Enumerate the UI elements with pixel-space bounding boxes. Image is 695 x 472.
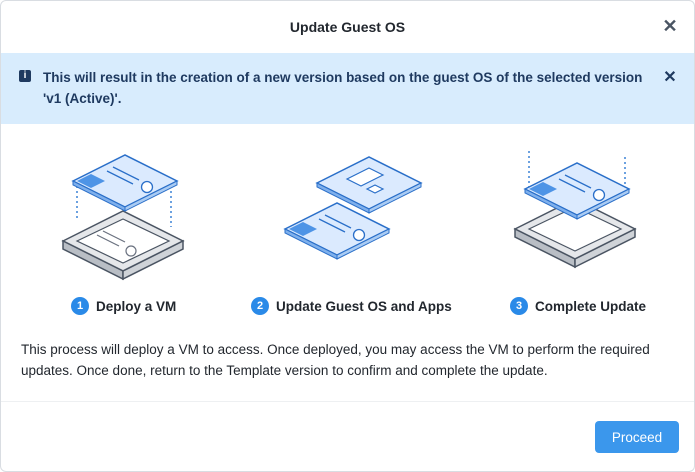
step-deploy-vm: 1 Deploy a VM	[71, 297, 176, 315]
step-label: Complete Update	[535, 298, 647, 314]
close-icon: ✕	[663, 69, 677, 86]
step-update-guest-os: 2 Update Guest OS and Apps	[251, 297, 452, 315]
dialog-header: Update Guest OS ✕	[1, 1, 694, 53]
step-number-badge: 1	[71, 297, 89, 315]
step-number-badge: 2	[251, 297, 269, 315]
update-os-illustration	[273, 141, 423, 281]
banner-message: This will result in the creation of a ne…	[43, 70, 643, 106]
step-label: Update Guest OS and Apps	[276, 298, 452, 314]
deploy-vm-illustration	[53, 141, 203, 281]
proceed-button[interactable]: Proceed	[595, 421, 679, 453]
dialog-close-button[interactable]: ✕	[660, 16, 680, 36]
info-icon: i	[19, 70, 31, 82]
close-icon: ✕	[662, 15, 678, 36]
step-number-badge: 3	[510, 297, 528, 315]
footer-divider	[1, 401, 694, 402]
dialog-title: Update Guest OS	[289, 19, 406, 35]
step-label: Deploy a VM	[96, 298, 177, 314]
process-description: This process will deploy a VM to access.…	[21, 342, 650, 378]
info-banner: i This will result in the creation of a …	[1, 53, 694, 124]
complete-update-illustration	[505, 141, 655, 281]
banner-close-button[interactable]: ✕	[660, 67, 680, 87]
step-complete-update: 3 Complete Update	[510, 297, 646, 315]
